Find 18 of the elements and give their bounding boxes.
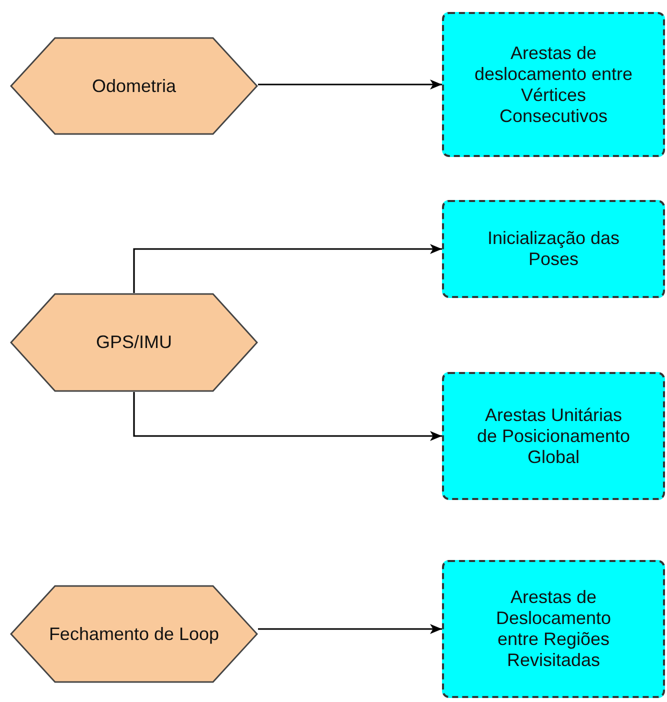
hexagon-node <box>10 293 258 392</box>
hexagon-node <box>10 585 258 683</box>
process-box <box>442 372 665 500</box>
node-label: GPS/IMU <box>96 332 172 353</box>
process-box <box>442 200 665 298</box>
arrow <box>133 244 442 293</box>
process-box <box>442 12 665 157</box>
arrow <box>133 392 442 441</box>
arrow <box>258 624 442 634</box>
node-label: Fechamento de Loop <box>48 624 220 644</box>
process-box <box>442 560 665 698</box>
node-label: Inicialização das Poses <box>486 228 621 270</box>
arrow <box>258 80 442 90</box>
node-label: Arestas Unitárias de Posicionamento Global <box>476 404 632 468</box>
node-label: Arestas de Deslocamento entre Regiões Revisitadas <box>494 587 612 671</box>
node-label: Odometria <box>92 76 176 96</box>
node-label: Arestas de deslocamento entre Vértices Consecutivos <box>474 42 634 126</box>
hexagon-node <box>10 37 258 135</box>
